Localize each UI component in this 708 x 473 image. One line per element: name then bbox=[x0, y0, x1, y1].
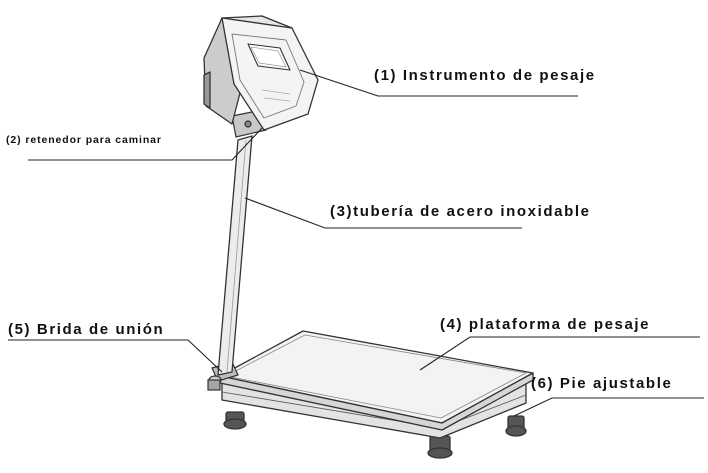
platform-feet bbox=[223, 411, 527, 459]
leader-lines bbox=[8, 69, 704, 417]
label-adjustable-foot: (6) Pie ajustable bbox=[531, 375, 673, 392]
leader-tube bbox=[244, 197, 522, 229]
leader-retainer bbox=[28, 127, 263, 161]
label-walking-retainer: (2) retenedor para caminar bbox=[6, 134, 162, 146]
leader-instrument bbox=[299, 69, 578, 97]
weighing-platform bbox=[219, 330, 534, 459]
leader-platform bbox=[419, 336, 700, 371]
weighing-instrument bbox=[203, 15, 319, 131]
label-union-flange: (5) Brida de unión bbox=[8, 321, 165, 338]
label-steel-tube: (3)tubería de acero inoxidable bbox=[330, 203, 591, 220]
label-weighing-platform: (4) plataforma de pesaje bbox=[440, 316, 651, 333]
steel-tube bbox=[217, 135, 253, 376]
leader-foot bbox=[513, 397, 704, 417]
leader-flange bbox=[8, 339, 223, 373]
label-weighing-instrument: (1) Instrumento de pesaje bbox=[374, 67, 596, 84]
